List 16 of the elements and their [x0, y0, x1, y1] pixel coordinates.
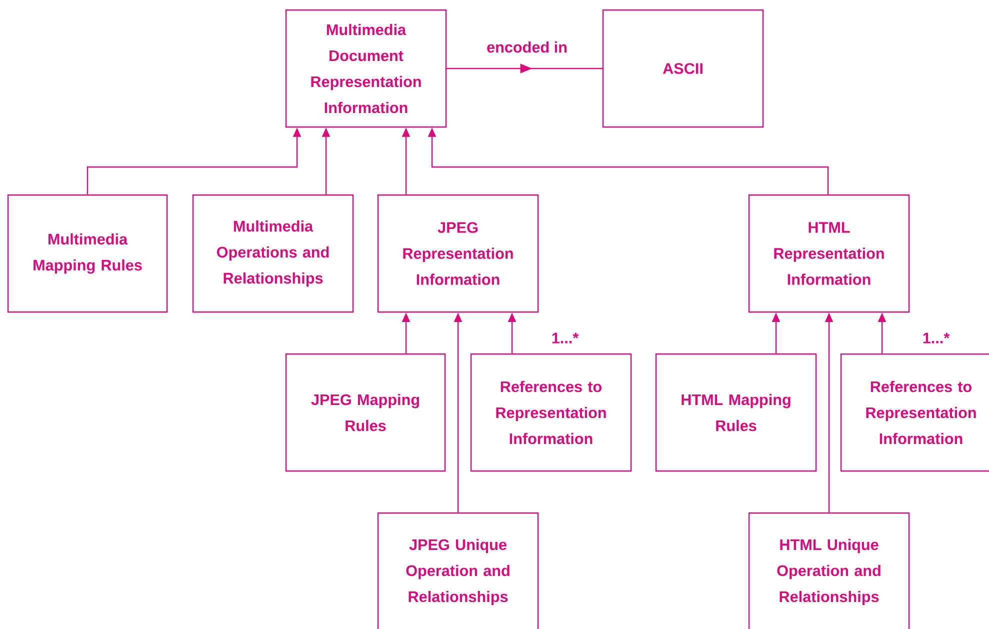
class-box: JPEG Unique Operation and Relationships: [377, 512, 539, 629]
class-box: Multimedia Operations and Relationships: [192, 194, 354, 313]
class-box: Multimedia Document Representation Information: [285, 9, 447, 128]
edge-label: encoded in: [485, 40, 569, 54]
class-box: ASCII: [602, 9, 764, 128]
arrow: [446, 64, 602, 74]
class-box: JPEG Representation Information: [377, 194, 539, 313]
edge-label: 1...*: [921, 331, 951, 345]
class-box: Multimedia Mapping Rules: [7, 194, 168, 313]
class-box: HTML Unique Operation and Relationships: [748, 512, 910, 629]
class-box: References to Representation Information: [840, 353, 989, 472]
class-box: JPEG Mapping Rules: [285, 353, 446, 472]
class-box: References to Representation Information: [470, 353, 632, 472]
class-box: HTML Representation Information: [748, 194, 910, 313]
class-box: HTML Mapping Rules: [655, 353, 817, 472]
edge-label: 1...*: [550, 331, 580, 345]
